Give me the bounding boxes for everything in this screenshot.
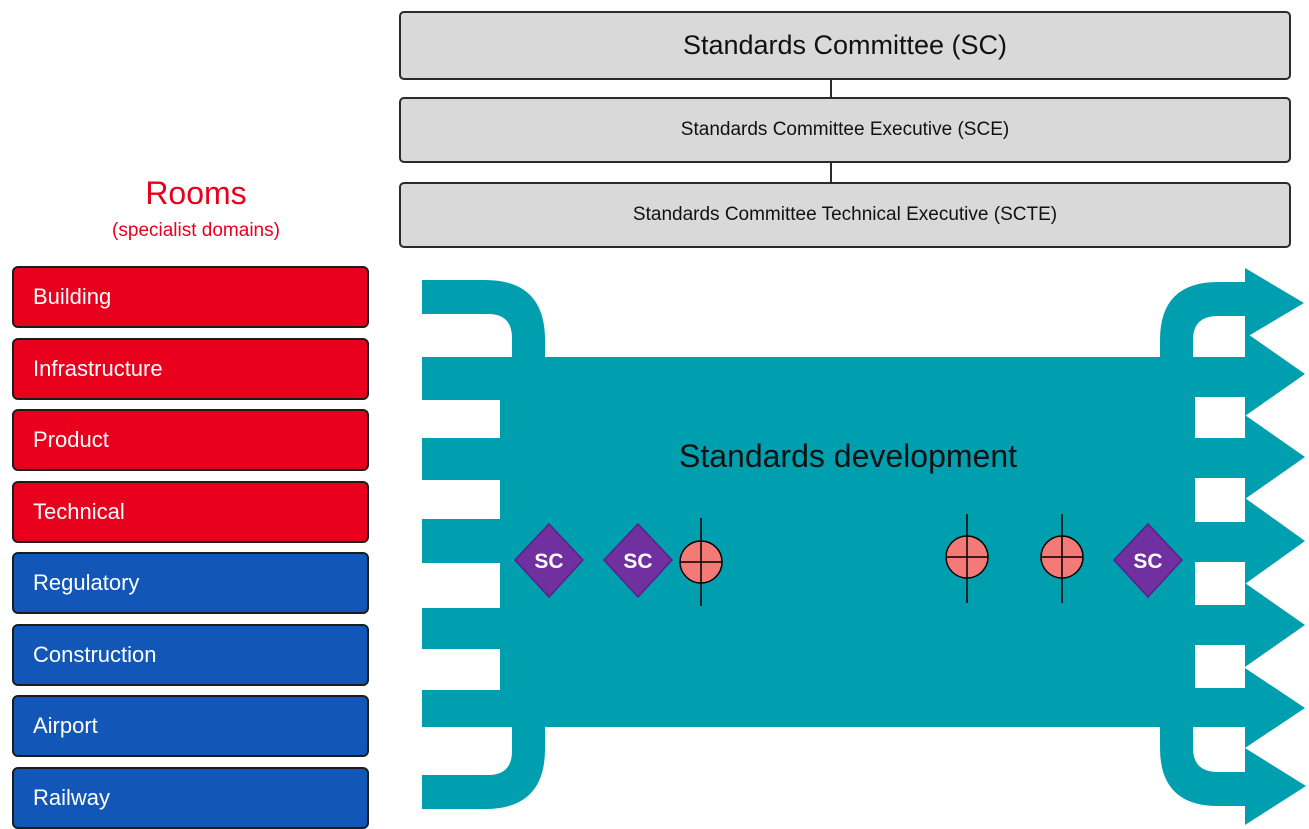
room-label: Technical (33, 499, 125, 524)
outlet-arrow (1195, 668, 1305, 748)
standards-development-label: Standards development (679, 438, 1017, 474)
standards-committee-executive-box: Standards Committee Executive (SCE) (399, 97, 1291, 163)
inlet-arrow (422, 519, 507, 563)
outlet-arrow (1195, 498, 1305, 584)
inlet-arrow (422, 438, 507, 480)
room-construction: Construction (12, 624, 369, 686)
inlet-arrow (422, 357, 507, 400)
sc-sce-connector (830, 80, 832, 97)
sc-diamond-label: SC (534, 550, 563, 573)
room-airport: Airport (12, 695, 369, 757)
room-infrastructure: Infrastructure (12, 338, 369, 400)
inlet-hook-bottom (422, 727, 545, 809)
outlet-hook-bottom (1160, 727, 1306, 825)
room-technical: Technical (12, 481, 369, 543)
room-label: Building (33, 284, 112, 309)
sc-diamond-icon: SC (513, 522, 585, 599)
room-label: Infrastructure (33, 356, 163, 381)
standards-committee-box: Standards Committee (SC) (399, 11, 1291, 80)
room-label: Regulatory (33, 570, 140, 595)
standards-committee-label: Standards Committee (SC) (682, 30, 1008, 60)
sc-diamond-label: SC (623, 550, 652, 573)
sc-diamond-label: SC (1133, 550, 1162, 573)
room-railway: Railway (12, 767, 369, 829)
outlet-arrow (1195, 332, 1305, 416)
gate-marker-icon (945, 514, 989, 603)
inlet-hook-top (422, 280, 545, 357)
rooms-subtitle: (specialist domains) (112, 220, 280, 241)
room-building: Building (12, 266, 369, 328)
rooms-title: Rooms (145, 175, 247, 211)
sc-diamond-icon: SC (602, 522, 674, 599)
room-label: Product (33, 427, 109, 452)
outlet-arrow (1195, 415, 1305, 499)
development-body (500, 357, 1195, 727)
outlet-hook-top (1160, 268, 1304, 357)
sc-diamond-icon: SC (1112, 522, 1184, 599)
standards-committee-technical-executive-label: Standards Committee Technical Executive … (632, 204, 1058, 225)
standards-committee-technical-executive-box: Standards Committee Technical Executive … (399, 182, 1291, 248)
room-regulatory: Regulatory (12, 552, 369, 614)
sce-scte-connector (830, 163, 832, 182)
room-label: Railway (33, 785, 111, 810)
room-label: Construction (33, 642, 157, 667)
inlet-arrow (422, 690, 507, 727)
gate-marker-icon (1040, 514, 1084, 603)
outlet-arrow (1195, 583, 1305, 667)
room-product: Product (12, 409, 369, 471)
inlet-arrow (422, 608, 507, 649)
room-label: Airport (33, 713, 98, 738)
standards-committee-executive-label: Standards Committee Executive (SCE) (680, 119, 1010, 140)
gate-marker-icon (679, 518, 723, 606)
flow-shapes (422, 268, 1306, 825)
